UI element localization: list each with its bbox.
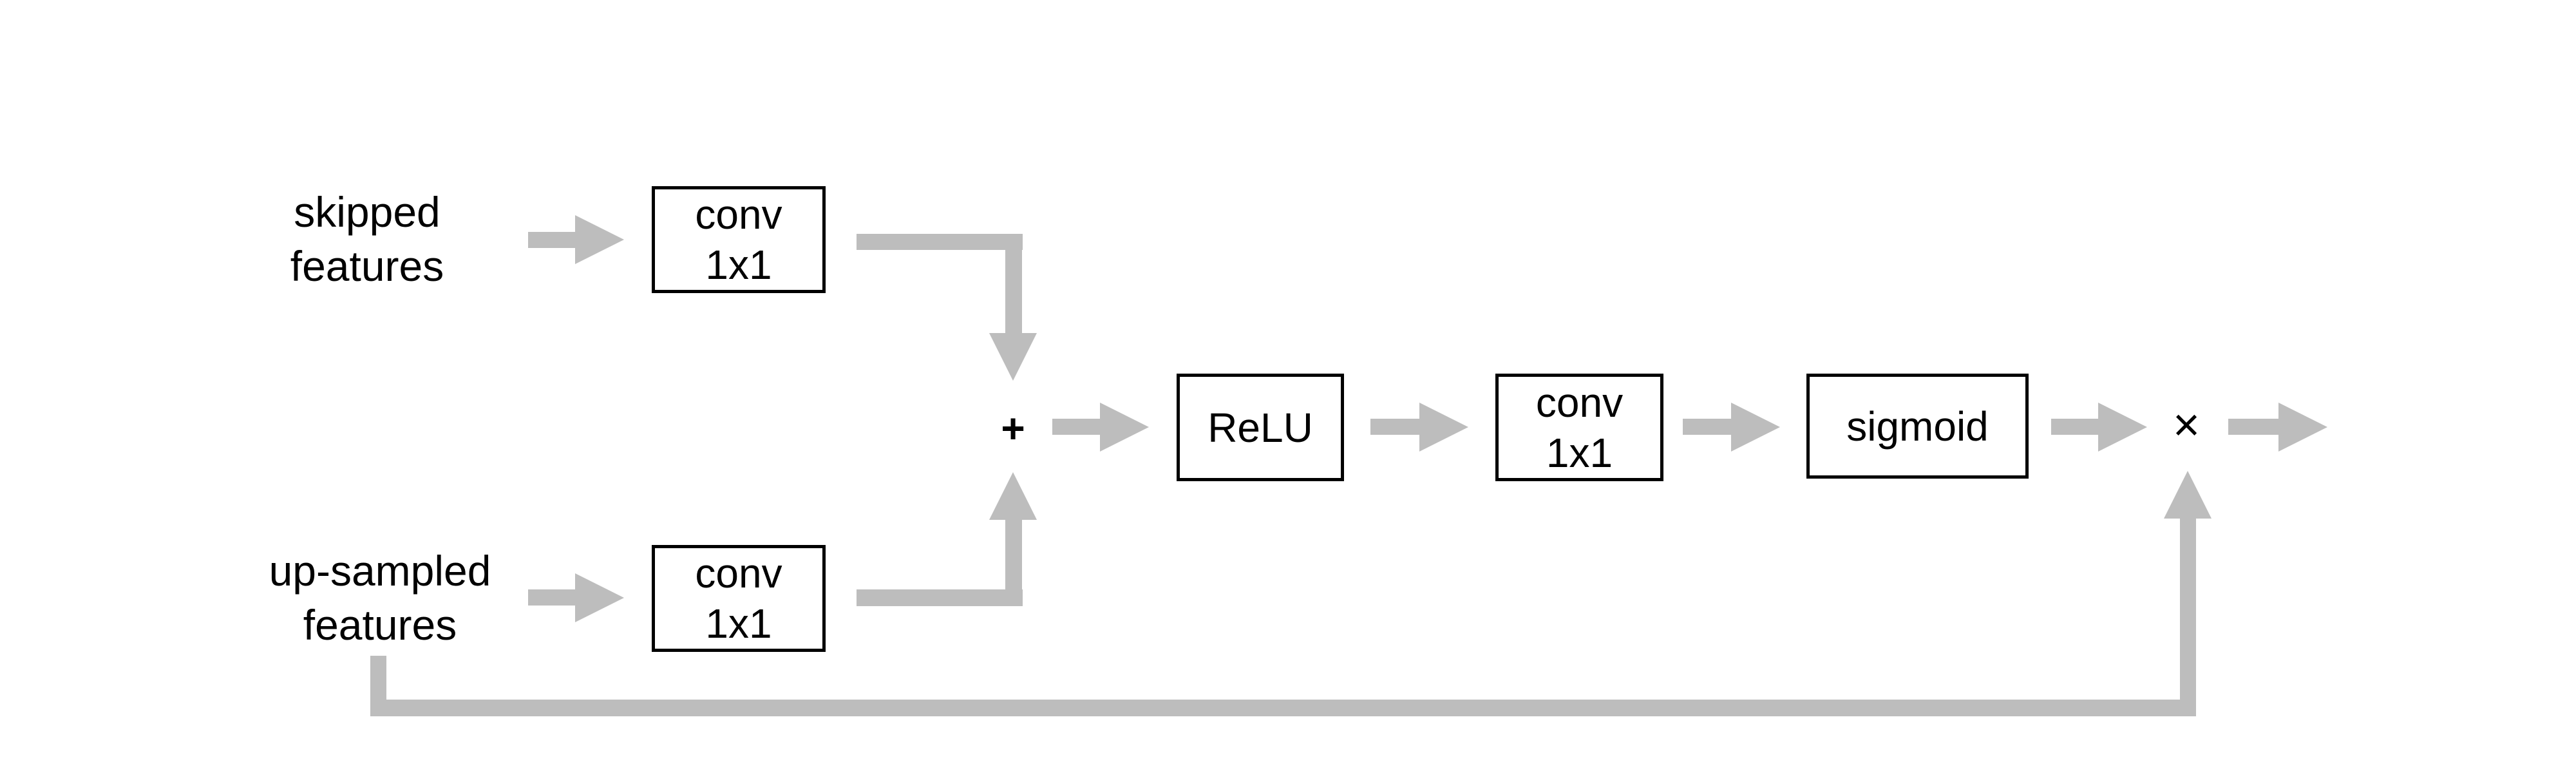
arrow-head <box>575 215 624 264</box>
arrow-head <box>1419 403 1468 452</box>
arrow-segment-horizontal <box>857 589 1023 606</box>
node-conv1x1-bottom-line2: 1x1 <box>705 600 772 647</box>
arrow-head <box>1731 403 1780 452</box>
multiply-operator: × <box>2154 393 2219 457</box>
node-relu: ReLU <box>1177 374 1344 481</box>
skipped-features-line1: skipped <box>294 188 440 236</box>
skipped-features-line2: features <box>290 242 444 290</box>
node-conv1x1-top: conv 1x1 <box>652 186 826 293</box>
node-conv1x1-mid-line1: conv <box>1535 379 1624 426</box>
node-conv1x1-top-line2: 1x1 <box>705 242 772 288</box>
arrow-shaft <box>528 589 578 606</box>
node-sigmoid-label: sigmoid <box>1846 403 1989 450</box>
arrow-segment-vertical <box>1005 519 1022 606</box>
arrow-head <box>2278 403 2327 452</box>
arrow-segment-vertical-end <box>2180 519 2196 716</box>
node-conv1x1-mid-line2: 1x1 <box>1546 429 1613 476</box>
arrow-head <box>575 573 624 622</box>
up-sampled-features-line1: up-sampled <box>269 547 491 595</box>
node-sigmoid: sigmoid <box>1806 374 2029 479</box>
up-sampled-features-label: up-sampled features <box>229 542 531 653</box>
node-conv1x1-top-line1: conv <box>695 191 782 238</box>
arrow-head <box>989 333 1037 381</box>
arrow-shaft <box>1052 419 1102 435</box>
up-sampled-features-line2: features <box>303 601 457 649</box>
arrow-head <box>2164 471 2211 519</box>
arrow-head <box>1100 403 1149 452</box>
arrow-segment-vertical <box>1005 234 1022 334</box>
node-conv1x1-mid: conv 1x1 <box>1495 374 1663 481</box>
node-conv1x1-bottom: conv 1x1 <box>652 545 826 652</box>
arrow-segment-horizontal <box>857 234 1023 250</box>
arrow-shaft <box>528 232 578 248</box>
multiply-symbol: × <box>2172 399 2201 451</box>
arrow-head <box>2098 403 2147 452</box>
add-operator: + <box>981 396 1045 461</box>
node-relu-label: ReLU <box>1208 404 1313 451</box>
arrow-shaft <box>1683 419 1733 435</box>
arrow-shaft <box>1370 419 1421 435</box>
skipped-features-label: skipped features <box>225 184 509 294</box>
arrow-segment-horizontal <box>370 700 2196 716</box>
node-conv1x1-bottom-line1: conv <box>695 550 782 596</box>
arrow-shaft <box>2228 419 2280 435</box>
arrow-head <box>989 472 1037 520</box>
add-symbol: + <box>1001 405 1025 452</box>
arrow-shaft <box>2051 419 2100 435</box>
